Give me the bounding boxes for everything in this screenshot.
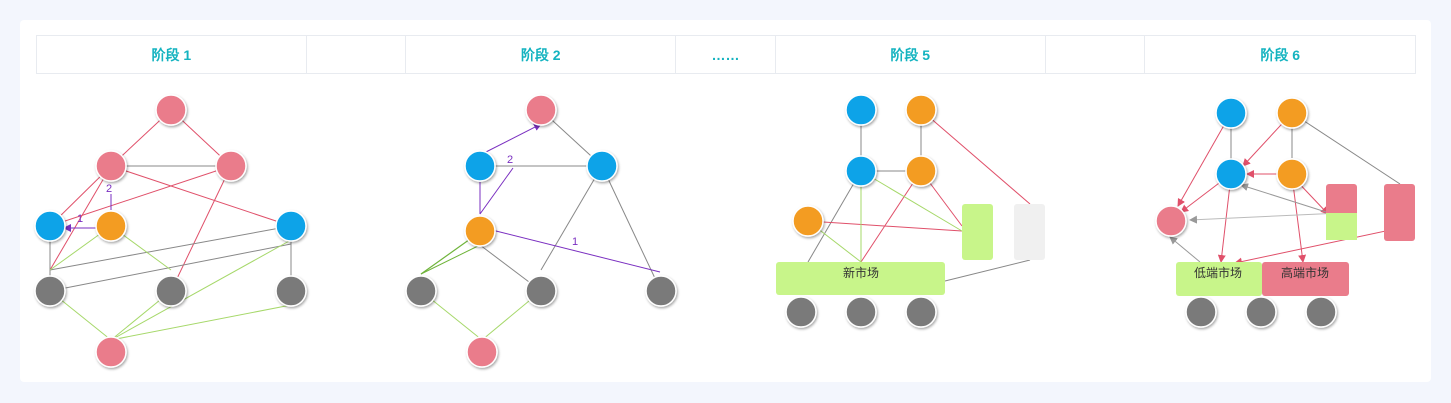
stage-header: 阶段 1 阶段 2 …… 阶段 5 阶段 6 — [36, 35, 1416, 74]
stage-6-diagram: 低端市场 高端市场 — [1155, 97, 1415, 328]
stage-2-node-orange — [464, 215, 496, 247]
stage-6-node-orange — [1276, 158, 1308, 190]
stage-1-node-blue — [34, 210, 66, 242]
stage-1-node-gray — [155, 275, 187, 307]
stage-2-node-pink — [525, 94, 557, 126]
stage-1-node-gray — [275, 275, 307, 307]
header-cell-stage-6: 阶段 6 — [1260, 46, 1301, 63]
stage-1-edge-label-1: 1 — [77, 213, 83, 225]
header-cell-stage-2: 阶段 2 — [406, 36, 677, 73]
stage-6-node-pink — [1155, 205, 1187, 237]
stage-6-node-gray — [1305, 296, 1337, 328]
stage-5-node-blue — [845, 155, 877, 187]
stage-1-node-orange — [95, 210, 127, 242]
stage-6-high-market — [1262, 262, 1349, 296]
stage-2-node-gray — [525, 275, 557, 307]
stage-2-edge-label-2: 2 — [507, 154, 513, 166]
header-cell-stage-5: 阶段 5 — [776, 36, 1046, 73]
stage-1-node-gray — [34, 275, 66, 307]
stage-6-node-gray — [1185, 296, 1217, 328]
stage-6-low-market-label: 低端市场 — [1194, 265, 1242, 280]
stage-2-node-blue — [586, 150, 618, 182]
stage-2-node-blue — [464, 150, 496, 182]
stage-6-green-block — [1326, 213, 1357, 240]
stage-5-gray-block — [1014, 204, 1045, 260]
stage-5-new-market-label: 新市场 — [843, 265, 879, 280]
stage-2-node-gray — [405, 275, 437, 307]
stage-6-high-market-label: 高端市场 — [1281, 265, 1329, 280]
stage-2-node-gray — [645, 275, 677, 307]
stage-1-node-pink — [95, 150, 127, 182]
stage-5-node-gray — [845, 296, 877, 328]
stage-6-node-blue — [1215, 158, 1247, 190]
stage-1-node-pink — [215, 150, 247, 182]
header-cell-stage-1: 阶段 1 — [37, 36, 307, 73]
stage-1-diagram: 2 1 — [34, 94, 307, 368]
stage-2-node-pink — [466, 336, 498, 368]
stage-2-edge-label-1: 1 — [572, 236, 578, 248]
stage-5-node-gray — [785, 296, 817, 328]
stage-6-pink-block-right — [1384, 184, 1415, 241]
stage-1-node-blue — [275, 210, 307, 242]
stage-2-diagram: 2 1 — [405, 94, 677, 368]
stage-5-green-block — [962, 204, 993, 260]
stage-6-node-blue — [1215, 97, 1247, 129]
header-cell-spacer-2 — [1046, 36, 1146, 73]
stage-5-node-orange — [792, 205, 824, 237]
stage-5-new-market — [776, 262, 945, 295]
header-cell-ellipsis: …… — [676, 36, 776, 73]
stage-1-edge-label-2: 2 — [106, 183, 112, 195]
stage-6-low-market — [1176, 262, 1262, 296]
stage-1-node-pink — [155, 94, 187, 126]
stage-5-node-orange — [905, 94, 937, 126]
stage-1-node-pink — [95, 336, 127, 368]
stage-5-node-orange — [905, 155, 937, 187]
header-cell-spacer-1 — [307, 36, 407, 73]
stage-6-node-orange — [1276, 97, 1308, 129]
stage-6-node-gray — [1245, 296, 1277, 328]
stage-5-node-blue — [845, 94, 877, 126]
stage-5-node-gray — [905, 296, 937, 328]
stage-5-diagram: 新市场 — [776, 94, 1045, 328]
